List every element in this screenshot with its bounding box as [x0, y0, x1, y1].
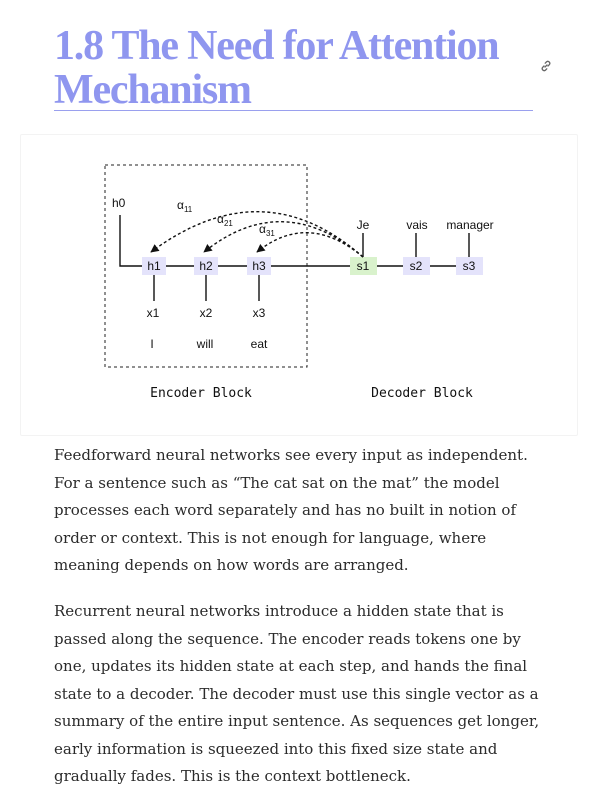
encoder-node-2-label: h2: [199, 259, 213, 273]
input-label-1: x1: [147, 306, 160, 320]
encoder-node-3: [247, 257, 271, 275]
heading-line-2: Mechanism: [54, 67, 252, 113]
encoder-node-1: [142, 257, 166, 275]
input-label-2: x2: [200, 306, 213, 320]
encoder-node-2: [194, 257, 218, 275]
initial-state-connector: [119, 215, 141, 267]
initial-state-label: h0: [112, 196, 126, 210]
attention-arrow-1: [150, 211, 364, 258]
decoder-node-3-label: s3: [463, 259, 476, 273]
input-label-3: x3: [253, 306, 266, 320]
heading-underline: [54, 110, 533, 111]
paragraph-feedforward: Feedforward neural networks see every in…: [54, 446, 528, 574]
input-word-3: eat: [251, 337, 268, 351]
paragraph-recurrent: Recurrent neural networks introduce a hi…: [54, 602, 540, 785]
input-word-1: I: [150, 337, 153, 351]
attention-diagram: h0 h1 h2 h3 s1 s2 s3 x1 x2 x3 I will eat: [104, 164, 494, 401]
attention-weight-1: α11: [177, 198, 193, 214]
decoder-node-1-label: s1: [357, 259, 370, 273]
attention-diagram-figure: h0 h1 h2 h3 s1 s2 s3 x1 x2 x3 I will eat: [20, 134, 578, 436]
link-icon[interactable]: [539, 59, 553, 73]
encoder-node-3-label: h3: [252, 259, 266, 273]
decoder-node-2-label: s2: [410, 259, 423, 273]
attention-weight-2: α21: [217, 212, 233, 228]
decoder-node-2: [403, 257, 430, 275]
decoder-block-label: Decoder Block: [371, 386, 473, 401]
decoder-node-1: [350, 257, 377, 275]
section-heading: 1.8 The Need for Attention Mechanism: [54, 24, 534, 112]
encoder-node-1-label: h1: [147, 259, 161, 273]
output-word-1: Je: [357, 218, 370, 232]
attention-weight-3: α31: [259, 222, 275, 238]
output-word-2: vais: [406, 218, 427, 232]
encoder-block-label: Encoder Block: [150, 386, 252, 401]
decoder-node-3: [456, 257, 483, 275]
output-word-3: manager: [446, 218, 493, 232]
heading-line-1: 1.8 The Need for Attention: [54, 23, 500, 69]
input-word-2: will: [196, 337, 214, 351]
